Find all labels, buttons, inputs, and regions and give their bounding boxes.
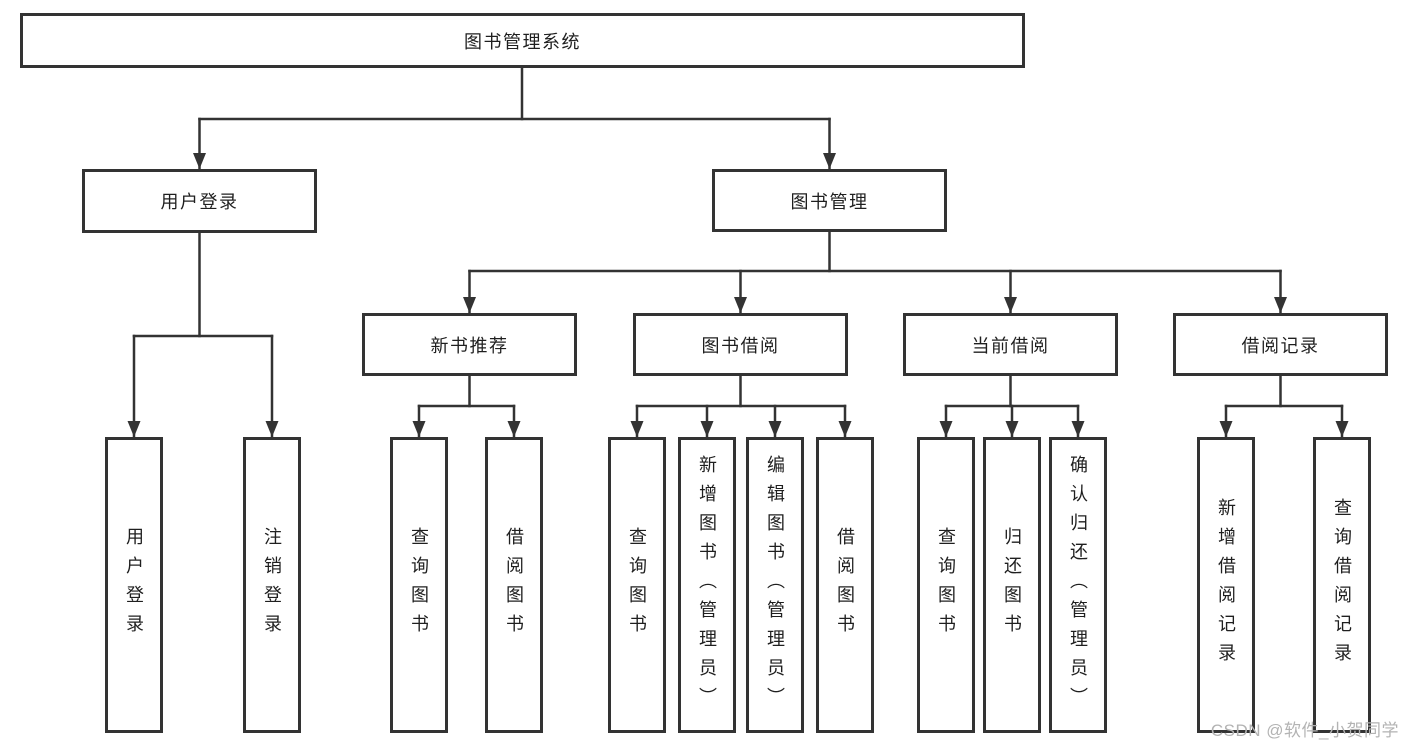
connector-user-login-children — [127, 231, 279, 438]
node-leaf-query-book-1-label: 查询图书 — [409, 527, 429, 643]
node-user-login-label: 用户登录 — [160, 192, 239, 212]
node-book-borrow-label: 图书借阅 — [701, 335, 780, 356]
connector-new-book-rec-children — [412, 374, 521, 438]
watermark: CSDN @软件_小贺同学 — [1210, 721, 1399, 740]
node-leaf-add-book-label: 新增图书（管理员） — [697, 454, 717, 716]
node-leaf-query-record: 查询借阅记录 — [1313, 437, 1371, 733]
node-leaf-query-book-2: 查询图书 — [608, 437, 666, 733]
node-book-borrow: 图书借阅 — [633, 313, 848, 376]
node-leaf-confirm-return-label: 确认归还（管理员） — [1068, 454, 1088, 716]
node-root-label: 图书管理系统 — [464, 31, 581, 52]
node-borrow-record: 借阅记录 — [1173, 313, 1388, 376]
node-leaf-borrow-book-2: 借阅图书 — [816, 437, 874, 733]
node-leaf-borrow-book-1: 借阅图书 — [485, 437, 543, 733]
node-leaf-confirm-return: 确认归还（管理员） — [1049, 437, 1107, 733]
node-leaf-query-book-3: 查询图书 — [917, 437, 975, 733]
node-leaf-borrow-book-1-label: 借阅图书 — [504, 527, 524, 643]
node-borrow-record-label: 借阅记录 — [1241, 335, 1320, 356]
node-current-borrow-label: 当前借阅 — [971, 335, 1050, 356]
connector-current-borrow-children — [939, 374, 1085, 438]
node-leaf-logout-label: 注销登录 — [262, 527, 282, 643]
node-leaf-query-book-3-label: 查询图书 — [936, 527, 956, 643]
connector-borrow-record-children — [1219, 374, 1349, 438]
node-new-book-rec: 新书推荐 — [362, 313, 577, 376]
node-leaf-query-record-label: 查询借阅记录 — [1332, 498, 1352, 672]
connector-book-borrow-children — [630, 374, 852, 438]
node-leaf-borrow-book-2-label: 借阅图书 — [835, 527, 855, 643]
connector-root-to-level2 — [193, 66, 836, 170]
node-leaf-query-book-2-label: 查询图书 — [627, 527, 647, 643]
node-leaf-edit-book-label: 编辑图书（管理员） — [765, 454, 785, 716]
node-leaf-edit-book: 编辑图书（管理员） — [746, 437, 804, 733]
node-book-mgmt: 图书管理 — [712, 169, 947, 232]
node-leaf-return-book: 归还图书 — [983, 437, 1041, 733]
node-leaf-query-book-1: 查询图书 — [390, 437, 448, 733]
node-user-login: 用户登录 — [82, 169, 317, 233]
node-leaf-add-record-label: 新增借阅记录 — [1216, 498, 1236, 672]
connector-book-mgmt-children — [463, 230, 1287, 314]
node-leaf-return-book-label: 归还图书 — [1002, 527, 1022, 643]
node-leaf-add-record: 新增借阅记录 — [1197, 437, 1255, 733]
node-book-mgmt-label: 图书管理 — [790, 191, 869, 212]
node-current-borrow: 当前借阅 — [903, 313, 1118, 376]
node-root: 图书管理系统 — [20, 13, 1025, 68]
node-leaf-user-login: 用户登录 — [105, 437, 163, 733]
node-leaf-user-login-label: 用户登录 — [124, 527, 144, 643]
node-leaf-logout: 注销登录 — [243, 437, 301, 733]
node-leaf-add-book: 新增图书（管理员） — [678, 437, 736, 733]
node-new-book-rec-label: 新书推荐 — [430, 335, 509, 356]
